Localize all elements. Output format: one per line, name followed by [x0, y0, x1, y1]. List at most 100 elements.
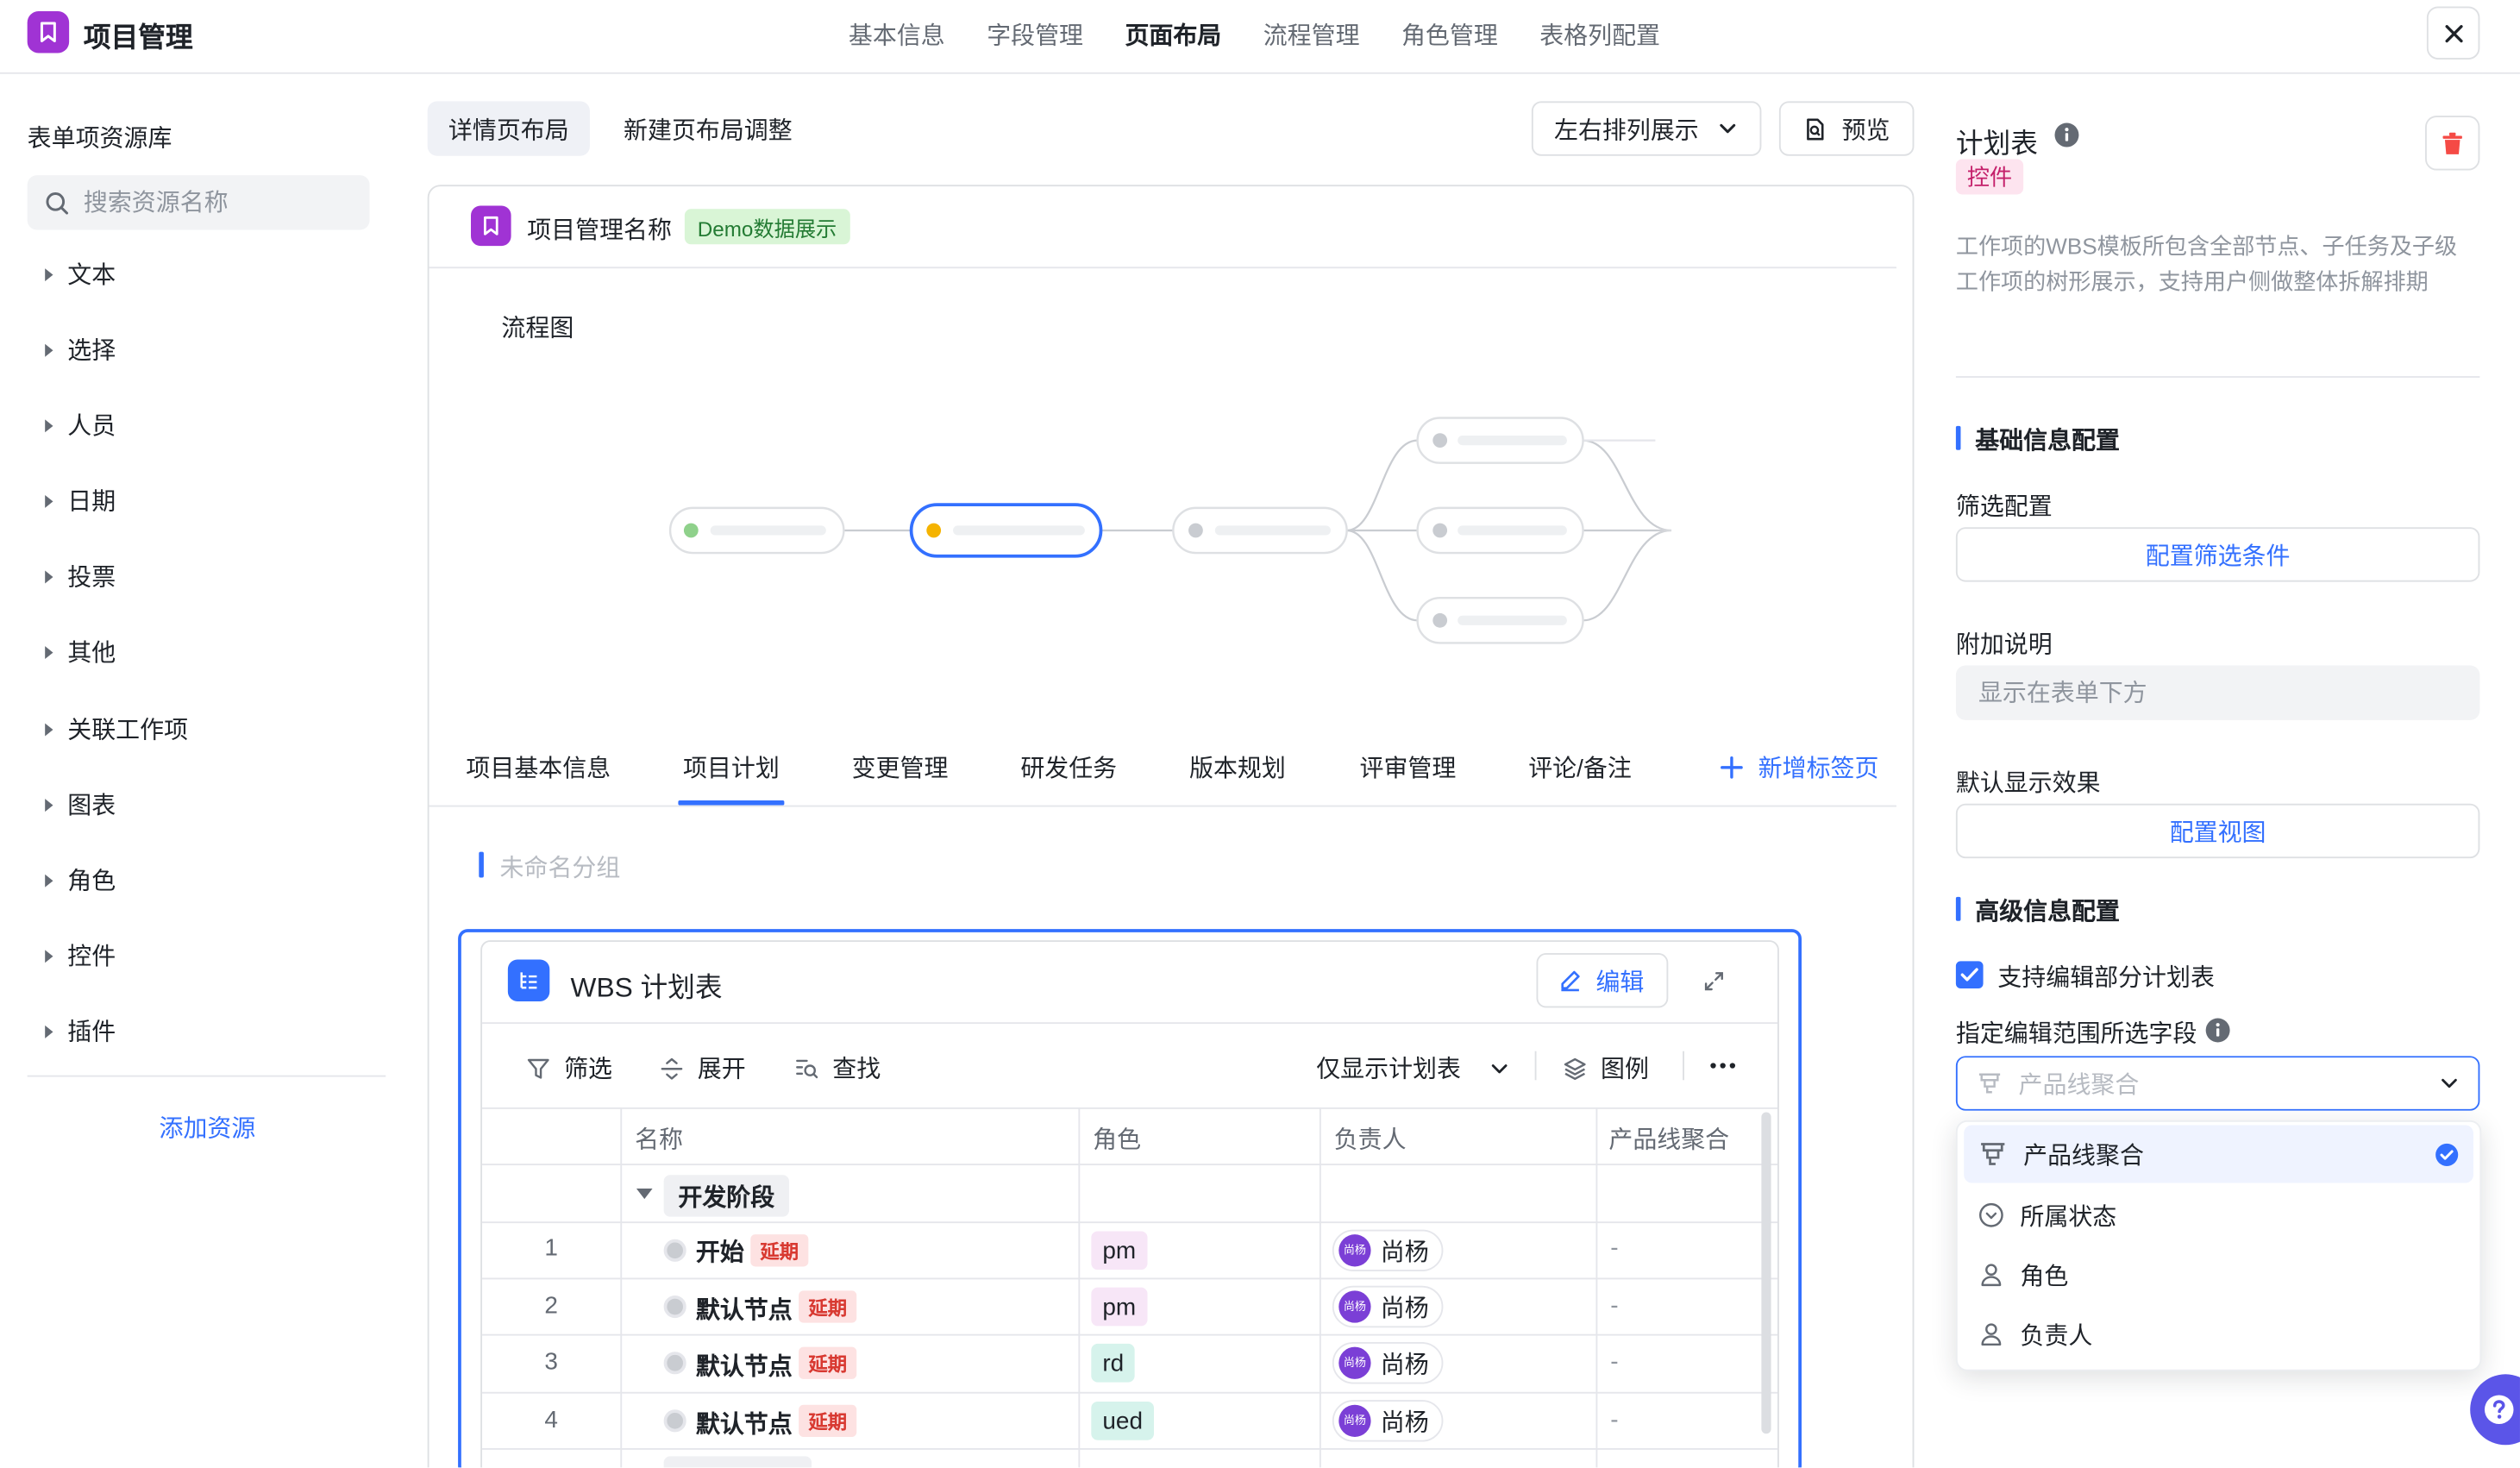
col-header-product[interactable]: 产品线聚合 [1608, 1126, 1730, 1154]
nav-tab-basic-info[interactable]: 基本信息 [848, 22, 945, 50]
top-header [0, 0, 2520, 74]
support-edit-label[interactable]: 支持编辑部分计划表 [1997, 964, 2215, 992]
table-scrollbar[interactable] [1761, 1112, 1771, 1434]
legend-button[interactable]: 图例 [1562, 1051, 1649, 1085]
nav-tab-field-manage[interactable]: 字段管理 [987, 22, 1084, 50]
info-icon[interactable] [2205, 1018, 2231, 1044]
expand-icon [661, 1057, 683, 1079]
help-button[interactable] [2470, 1374, 2520, 1446]
info-icon[interactable] [2054, 122, 2080, 148]
note-input[interactable] [1978, 679, 2445, 707]
tab-project-plan[interactable]: 项目计划 [682, 755, 780, 783]
sidebar-item-other[interactable]: 其他 [45, 635, 116, 668]
active-tab-indicator [678, 800, 785, 806]
nav-tab-table-columns[interactable]: 表格列配置 [1539, 22, 1661, 50]
row-name[interactable]: 默认节点 [695, 1296, 793, 1325]
avatar: 尚杨 [1338, 1404, 1371, 1437]
stage-group[interactable]: 开发阶段 [663, 1175, 790, 1217]
table-col-border [1319, 1107, 1321, 1468]
app-logo [27, 11, 70, 53]
person-icon [1981, 1323, 2002, 1346]
edit-button[interactable]: 编辑 [1536, 953, 1669, 1008]
owner-chip[interactable]: 尚杨尚杨 [1332, 1342, 1444, 1384]
option-owner[interactable]: 负责人 [1964, 1305, 2473, 1363]
table-row-border [482, 1333, 1778, 1336]
expand-button[interactable]: 展开 [659, 1051, 746, 1085]
wbs-title: WBS 计划表 [570, 972, 723, 1003]
row-name[interactable]: 开始 [695, 1239, 744, 1267]
role-chip: pm [1091, 1287, 1148, 1327]
product-value: - [1610, 1292, 1619, 1320]
config-filter-button[interactable]: 配置筛选条件 [1955, 527, 2480, 582]
col-header-owner[interactable]: 负责人 [1333, 1126, 1407, 1154]
tab-version-plan[interactable]: 版本规划 [1188, 755, 1286, 783]
resource-search[interactable] [27, 175, 370, 230]
group-name[interactable]: 未命名分组 [499, 855, 621, 883]
caret-right-icon [45, 569, 53, 583]
sidebar-item-linked-work[interactable]: 关联工作项 [45, 712, 188, 746]
sidebar-item-date[interactable]: 日期 [45, 484, 116, 518]
arrange-select[interactable]: 左右排列展示 [1531, 101, 1762, 156]
sidebar-item-label: 控件 [67, 943, 116, 971]
owner-chip[interactable]: 尚杨尚杨 [1332, 1400, 1444, 1442]
edit-range-select[interactable]: 产品线聚合 [1955, 1056, 2480, 1111]
add-tab-button[interactable]: 新增标签页 [1720, 750, 1878, 784]
basic-section-title: 基础信息配置 [1975, 427, 2120, 455]
bookmark-icon [483, 216, 498, 235]
option-status[interactable]: 所属状态 [1964, 1186, 2473, 1244]
sidebar-item-control[interactable]: 控件 [45, 938, 116, 972]
note-field[interactable] [1955, 665, 2480, 720]
nav-tab-page-layout[interactable]: 页面布局 [1125, 22, 1222, 50]
sidebar-item-text[interactable]: 文本 [45, 257, 116, 291]
table-row-border [482, 1277, 1778, 1280]
option-role[interactable]: 角色 [1964, 1245, 2473, 1303]
col-header-name[interactable]: 名称 [635, 1126, 684, 1154]
trash-icon [2442, 131, 2462, 154]
wbs-selected-outline[interactable] [458, 929, 1802, 1468]
owner-chip[interactable]: 尚杨尚杨 [1332, 1285, 1444, 1328]
delay-badge: 延期 [799, 1290, 857, 1323]
tab-project-basic[interactable]: 项目基本信息 [466, 755, 611, 783]
tab-create-layout[interactable]: 新建页布局调整 [624, 116, 793, 144]
sidebar-item-label: 日期 [67, 488, 116, 517]
tab-change-manage[interactable]: 变更管理 [851, 755, 949, 783]
row-name[interactable]: 默认节点 [695, 1411, 793, 1439]
col-header-role[interactable]: 角色 [1093, 1126, 1142, 1154]
sidebar-item-select[interactable]: 选择 [45, 333, 116, 367]
tab-review-manage[interactable]: 评审管理 [1359, 755, 1457, 783]
tab-dev-task[interactable]: 研发任务 [1020, 755, 1118, 783]
support-edit-checkbox[interactable] [1955, 961, 1984, 989]
close-button[interactable] [2426, 6, 2480, 60]
sidebar-item-plugin[interactable]: 插件 [45, 1014, 116, 1048]
filter-button[interactable]: 筛选 [525, 1051, 612, 1085]
delete-button[interactable] [2425, 116, 2480, 171]
row-name[interactable]: 默认节点 [695, 1353, 793, 1381]
owner-chip[interactable]: 尚杨尚杨 [1332, 1229, 1444, 1272]
section-marker [1955, 425, 1961, 450]
product-value: - [1610, 1406, 1619, 1434]
section-marker [1955, 896, 1961, 921]
toolbar-separator [1683, 1051, 1684, 1081]
wbs-icon [507, 959, 550, 1001]
sidebar-item-people[interactable]: 人员 [45, 408, 116, 442]
tab-detail-layout[interactable]: 详情页布局 [427, 101, 590, 156]
view-filter-select[interactable]: 仅显示计划表 [1316, 1051, 1509, 1085]
caret-right-icon [45, 418, 53, 432]
resource-search-input[interactable] [83, 188, 342, 216]
add-resource-link[interactable]: 添加资源 [159, 1115, 256, 1143]
sidebar-item-label: 人员 [67, 412, 116, 441]
config-view-button[interactable]: 配置视图 [1955, 803, 2480, 859]
sidebar-item-vote[interactable]: 投票 [45, 559, 116, 593]
fullscreen-icon[interactable] [1703, 971, 1724, 992]
preview-button[interactable]: 预览 [1778, 101, 1915, 156]
flow-node-branch-bottom [1416, 597, 1584, 644]
nav-tab-flow-manage[interactable]: 流程管理 [1263, 22, 1360, 50]
find-button[interactable]: 查找 [794, 1051, 881, 1085]
more-icon[interactable] [1710, 1063, 1736, 1069]
nav-tab-role-manage[interactable]: 角色管理 [1401, 22, 1498, 50]
sidebar-item-chart[interactable]: 图表 [45, 787, 116, 821]
sidebar-item-role[interactable]: 角色 [45, 863, 116, 897]
tab-comments[interactable]: 评论/备注 [1528, 755, 1632, 783]
caret-down-icon[interactable] [635, 1186, 654, 1202]
option-product-aggregate[interactable]: 产品线聚合 [1964, 1125, 2473, 1183]
